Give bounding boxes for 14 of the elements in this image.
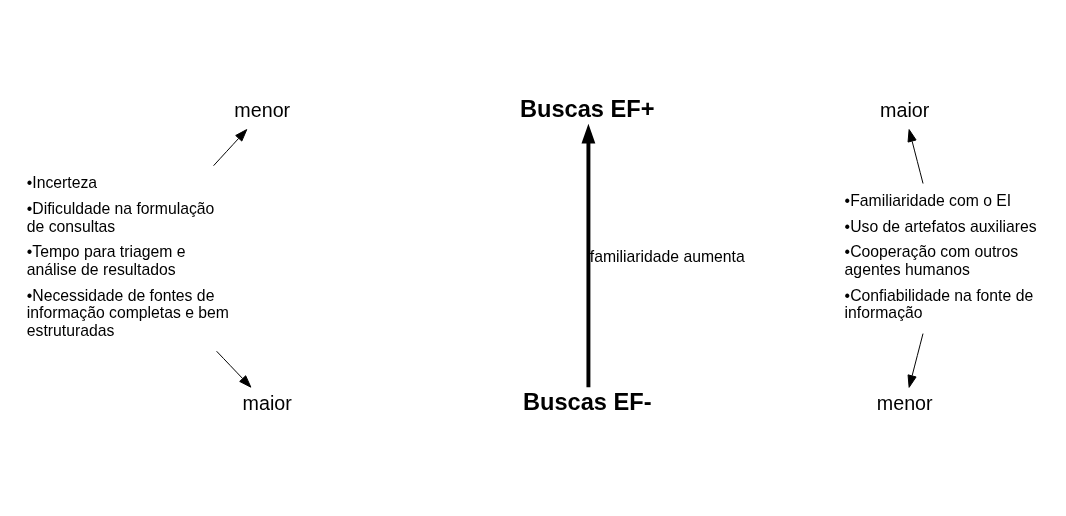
arrow bbox=[907, 332, 924, 388]
arrow bbox=[216, 350, 252, 388]
node-text: Buscas EF- bbox=[522, 388, 652, 415]
arrow bbox=[907, 128, 924, 184]
node-text: maior bbox=[880, 98, 930, 121]
node-text: maior bbox=[242, 391, 292, 414]
node-text: Buscas EF+ bbox=[519, 95, 655, 122]
arrow bbox=[213, 128, 248, 166]
node-text: menor bbox=[234, 98, 291, 121]
node-text: •Incerteza •Dificuldade na formulação de consultas •Tempo para triagem e análise de resultados •Necessidade de fontes de informação completas e bem estruturadas bbox=[26, 173, 229, 339]
node-text: •Familiaridade com o EI •Uso de artefatos auxiliares •Cooperação com outros agentes humanos •Confiabilidade na fonte de informação bbox=[844, 191, 1037, 321]
arrow bbox=[581, 123, 596, 387]
node-text: menor bbox=[876, 391, 933, 414]
edge-label: familiaridade aumenta bbox=[589, 247, 745, 265]
